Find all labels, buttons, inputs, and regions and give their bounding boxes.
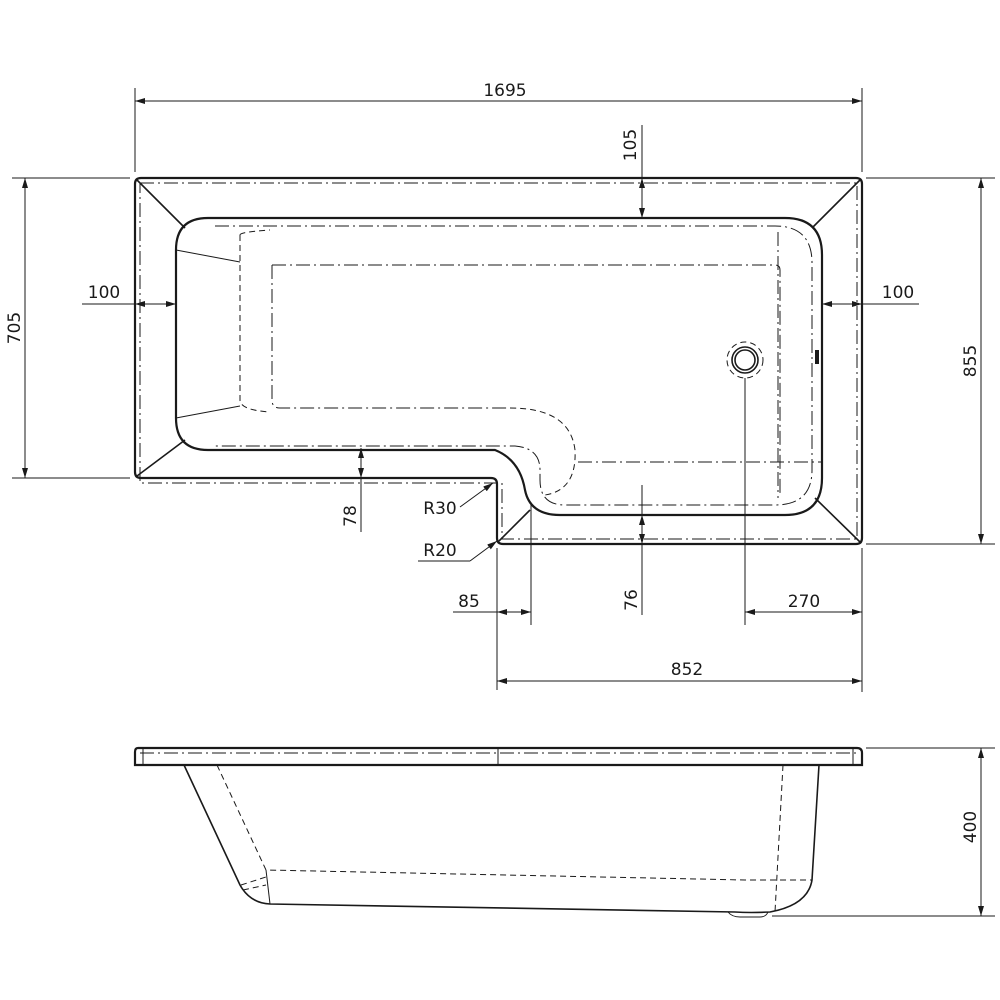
overflow-icon: [815, 350, 819, 364]
dim-overall-length: 1695: [483, 81, 526, 101]
dim-rim-bottom-right: 76: [622, 589, 642, 611]
side-body-outline: [183, 764, 820, 914]
side-elevation-view: 400: [133, 746, 995, 918]
dim-rim-bottom-left: 78: [341, 505, 361, 527]
dim-left-width: 705: [5, 312, 25, 344]
inner-basin-outline: [174, 216, 824, 517]
side-corner-hidden: [240, 876, 267, 891]
plan-view: [133, 176, 864, 546]
dim-rim-left: 100: [88, 283, 120, 303]
outer-rim-hidden: [139, 182, 858, 540]
dim-right-width: 855: [961, 345, 981, 377]
corner-tl: [136, 179, 186, 229]
corner-bl: [136, 439, 186, 477]
corner-step: [498, 509, 531, 542]
side-rim: [133, 746, 864, 767]
outer-rim-outline: [133, 176, 864, 546]
dim-rim-right: 100: [882, 283, 914, 303]
basin-floor-hidden: [271, 264, 781, 495]
corner-br: [814, 497, 861, 543]
dim-step-offset: 85: [458, 592, 480, 612]
headrest-line-1: [175, 249, 241, 263]
dim-depth: 400: [961, 811, 981, 843]
dim-rim-top: 105: [621, 129, 641, 161]
dim-extension-width: 852: [671, 660, 703, 680]
step-curve-hidden: [509, 407, 576, 496]
side-floor-hidden: [216, 764, 812, 881]
waste-outlet: [727, 911, 769, 918]
dim-drain-offset: 270: [788, 592, 820, 612]
side-right-hidden: [774, 764, 784, 913]
headrest-hidden: [239, 229, 271, 413]
headrest-line-2: [175, 405, 241, 419]
dim-radius-outer: R20: [423, 541, 456, 561]
dim-radius-inner: R30: [423, 499, 456, 519]
corner-tr: [811, 179, 861, 229]
plan-dimensions: 1695 705 855 105 100 100 78 R30 R20: [5, 81, 995, 692]
basin-hidden-1: [215, 225, 813, 506]
drain-icon: [726, 341, 764, 379]
